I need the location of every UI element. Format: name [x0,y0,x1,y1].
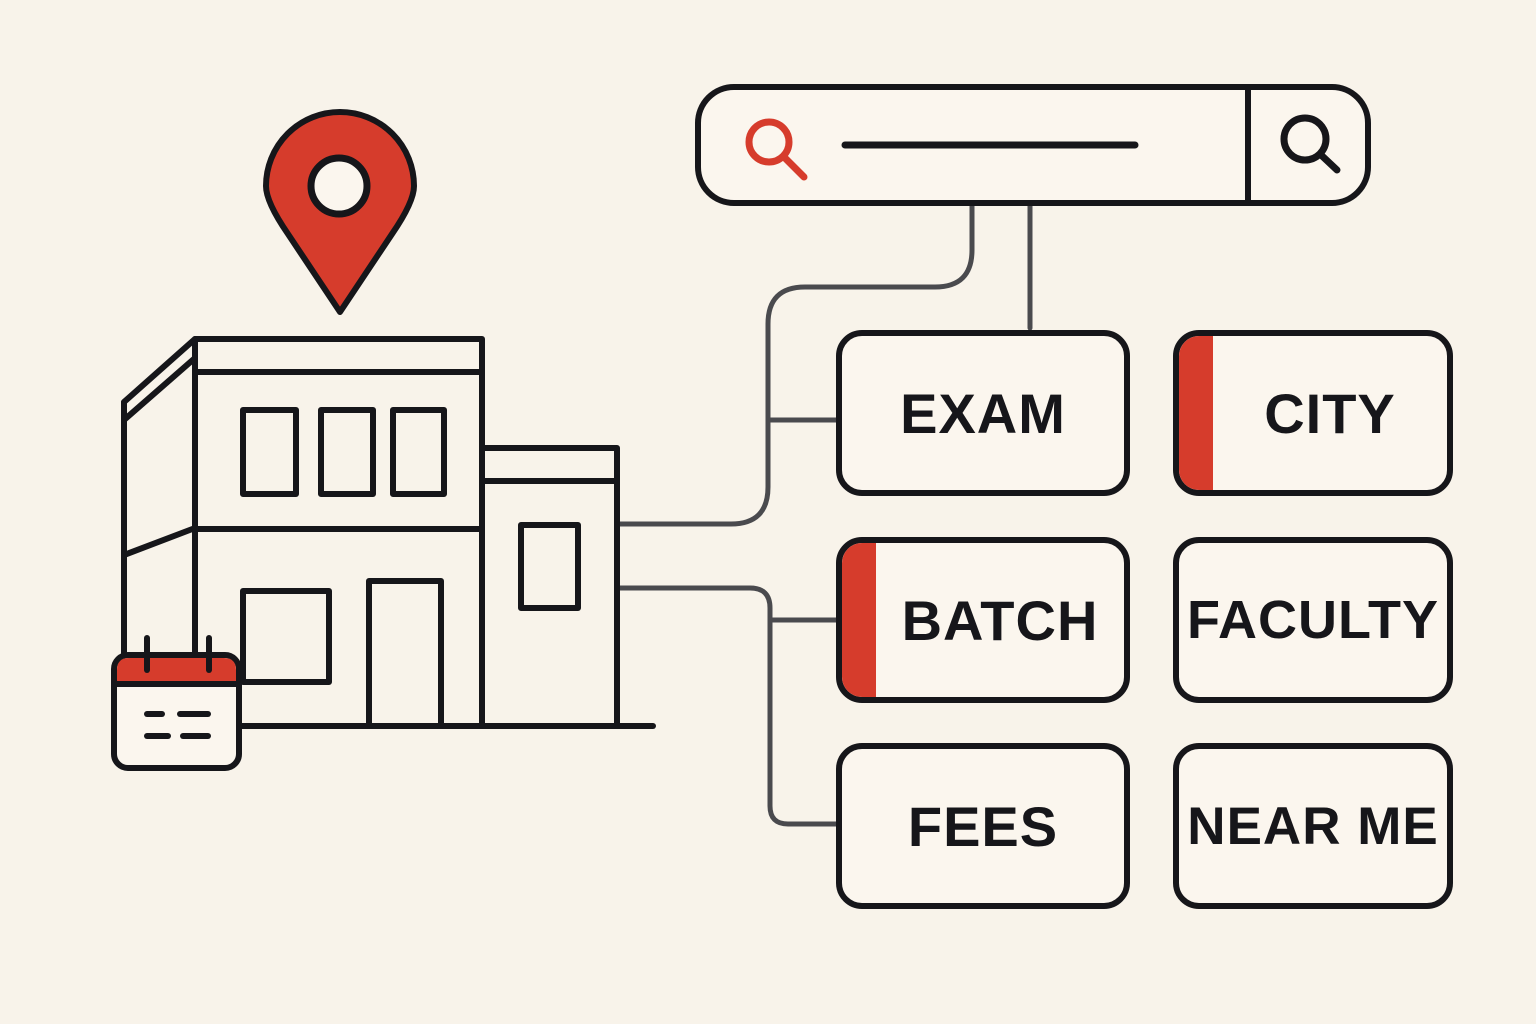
building-window-2 [318,407,376,497]
chip-label: BATCH [901,588,1099,652]
building-ground-window [240,588,332,685]
location-pin-icon [263,109,417,315]
building-annex [479,445,620,729]
chip-label: NEAR ME [1187,796,1439,856]
chip-label: EXAM [900,381,1066,445]
building-door [366,578,444,729]
chip-label: FACULTY [1187,590,1439,650]
filter-chip-city[interactable]: CITY [1173,330,1453,496]
search-bar[interactable] [695,84,1371,206]
building-annex-window [518,522,581,611]
connector-building-to-batch [617,585,839,827]
chip-label: CITY [1264,381,1396,445]
filter-chip-near-me[interactable]: NEAR ME [1173,743,1453,909]
connector-lines [617,202,1033,827]
search-icon [745,118,808,181]
filter-chip-exam[interactable]: EXAM [836,330,1130,496]
search-submit-icon[interactable] [1280,114,1341,174]
chip-accent [842,543,876,697]
building-window-3 [390,407,447,497]
calendar-icon [111,635,242,771]
filter-chip-batch[interactable]: BATCH [836,537,1130,703]
connector-search-to-exam [617,202,975,527]
filter-chip-fees[interactable]: FEES [836,743,1130,909]
chip-accent [1179,336,1213,490]
building-side-edge-upper [121,355,198,423]
school-building-icon [121,336,656,729]
building-side-edge-lower [121,525,198,558]
building-window-1 [240,407,299,497]
chip-label: FEES [907,794,1059,858]
filter-chip-faculty[interactable]: FACULTY [1173,537,1453,703]
building-side-wall [121,336,198,703]
